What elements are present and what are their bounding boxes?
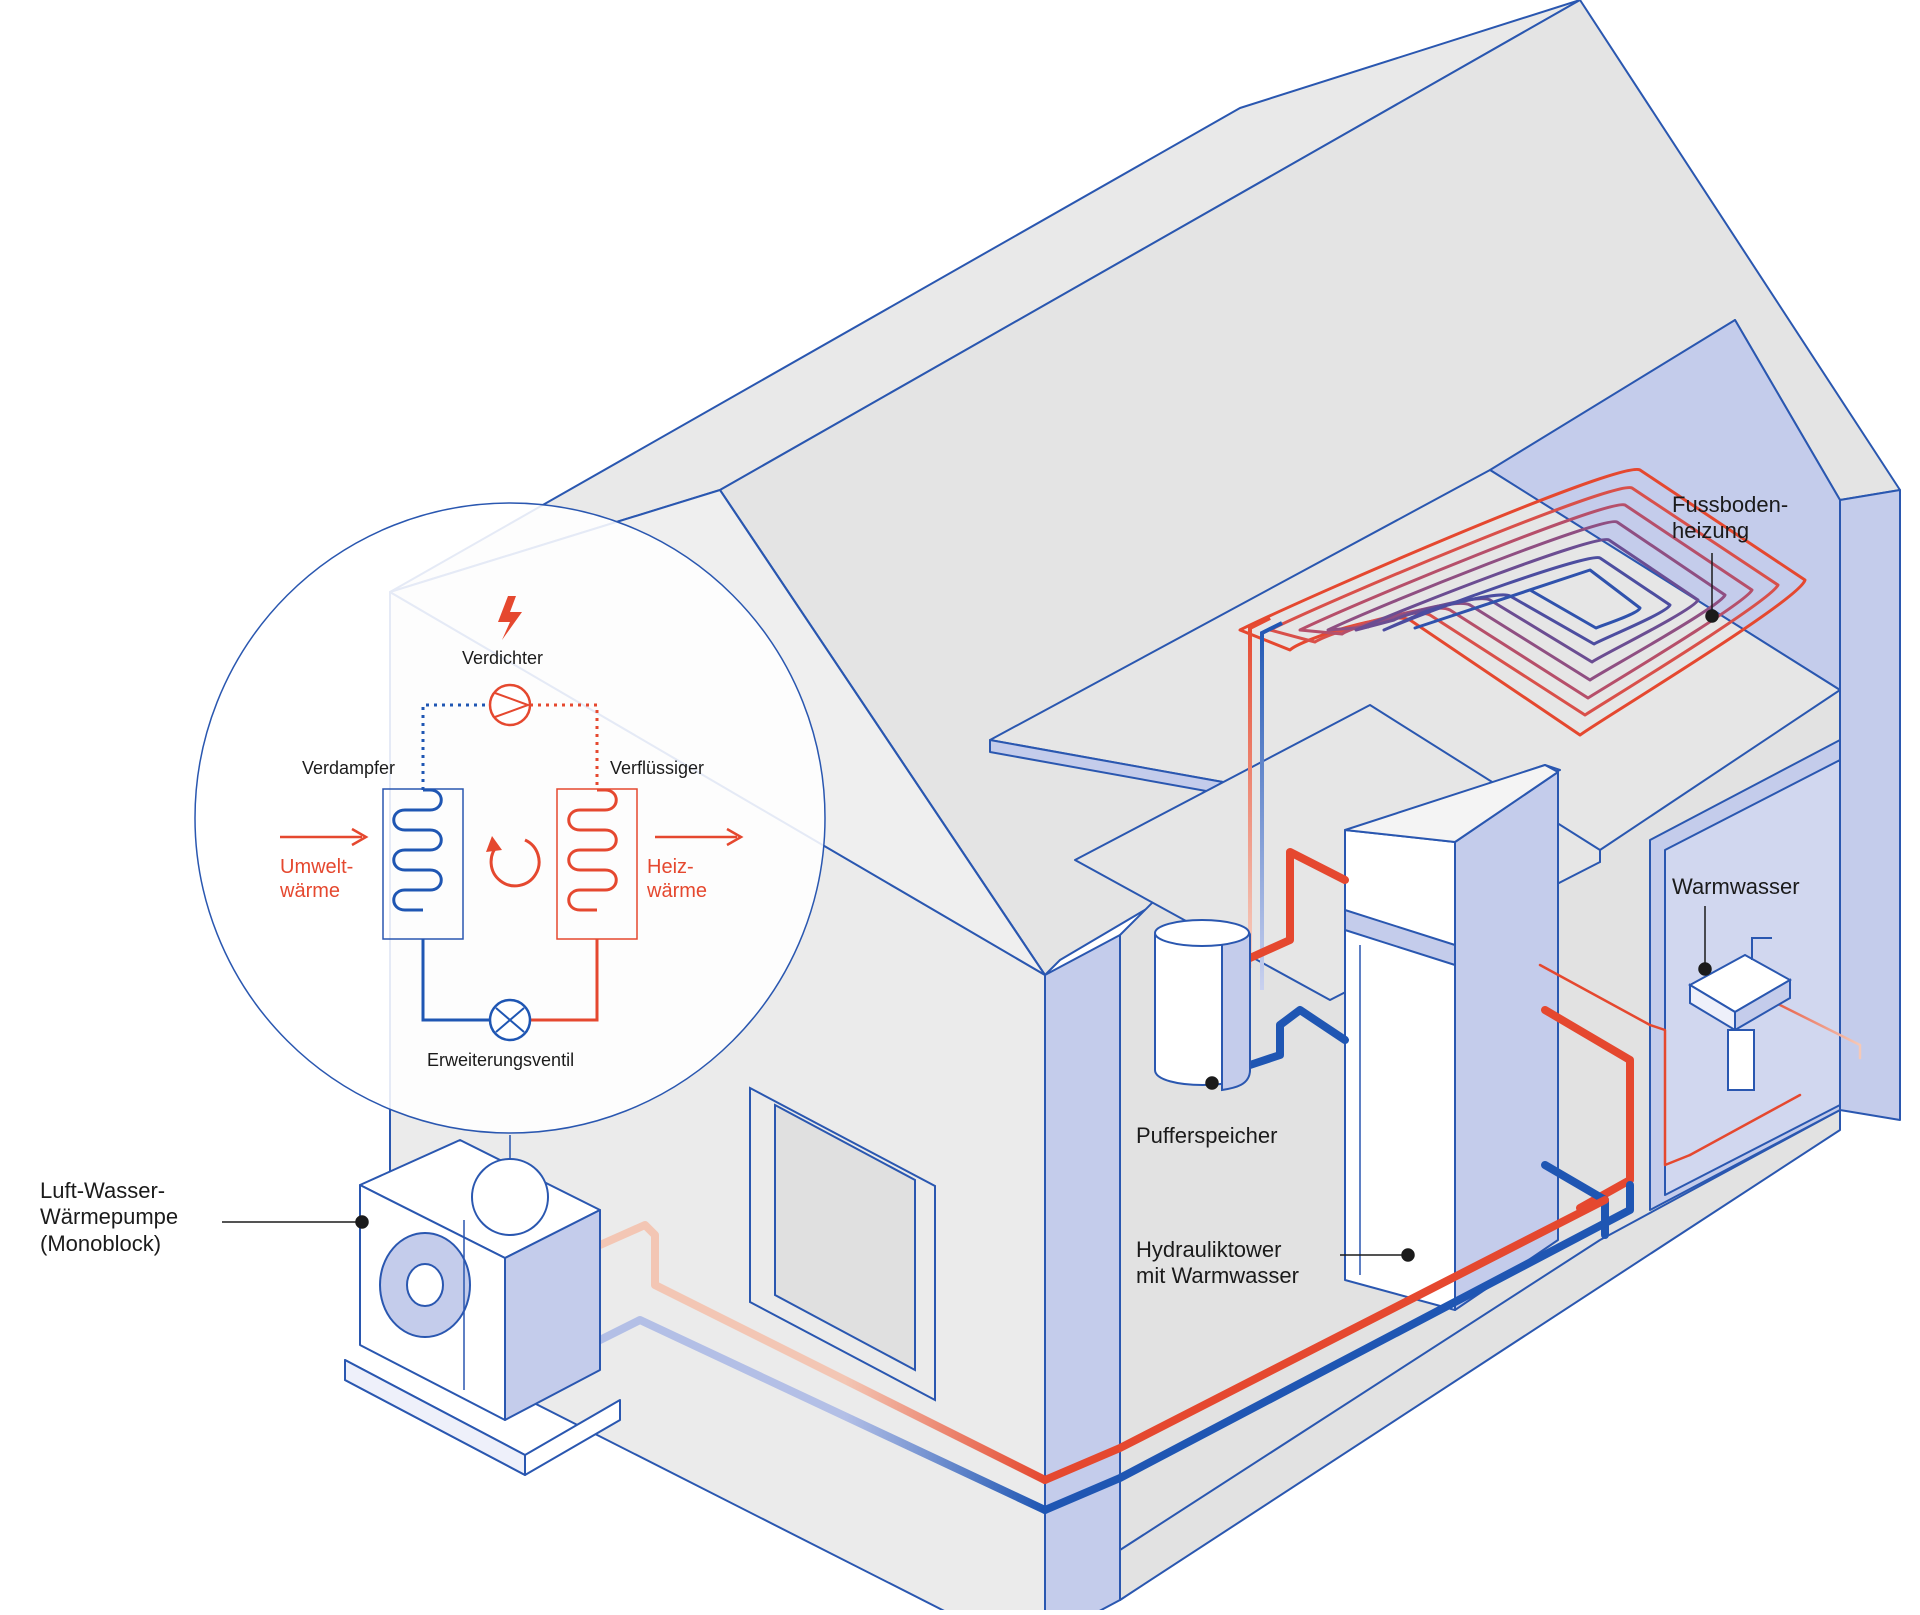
heat-pump-label: Luft-Wasser- Wärmepumpe (Monoblock) xyxy=(40,1178,179,1256)
tower-front xyxy=(1344,829,1456,1311)
right-wall-blue xyxy=(1839,489,1901,1121)
floor-heating-callout-dot xyxy=(1705,609,1719,623)
floor-heating-coils xyxy=(1238,468,1807,737)
ground-floor xyxy=(1119,1109,1841,1601)
window xyxy=(749,1086,936,1402)
heating-heat-arrow xyxy=(655,827,744,847)
cycle-circle xyxy=(194,502,826,1134)
evaporator-coil xyxy=(392,788,443,912)
expansion-valve-label: Erweiterungsventil xyxy=(427,1050,575,1070)
hydraulic-tower-label: Hydrauliktower mit Warmwasser xyxy=(1136,1237,1299,1289)
tower-buffer-pipes xyxy=(1246,848,1349,1069)
tower-callout-dot xyxy=(1401,1248,1415,1262)
unit-side xyxy=(504,1209,601,1421)
ambient-heat-label: Umwelt- wärme xyxy=(280,856,354,902)
fan-inner xyxy=(406,1263,444,1307)
main-supply-pipes xyxy=(596,1181,1634,1514)
lightning-bolt-icon xyxy=(498,596,522,640)
unit-zoom-dot xyxy=(471,1158,549,1236)
buffer-tank xyxy=(1154,919,1251,1092)
sink xyxy=(1687,937,1793,1091)
expansion-valve-symbol xyxy=(488,998,532,1042)
condenser-label: Verflüssiger xyxy=(610,758,705,778)
heating-heat-label: Heiz- wärme xyxy=(647,856,708,902)
outdoor-unit xyxy=(344,1139,621,1476)
compressor-label: Verdichter xyxy=(462,648,544,668)
ridge-line xyxy=(719,489,1046,976)
cycle-diagram xyxy=(194,502,826,1134)
hot-water-callout-dot xyxy=(1698,962,1712,976)
ambient-heat-arrow xyxy=(280,827,369,847)
hydraulic-tower xyxy=(1344,764,1561,1311)
buffer-tank-callout-dot xyxy=(1205,1076,1219,1090)
tower-band xyxy=(1344,909,1456,966)
hot-water-label: Warmwasser xyxy=(1672,874,1800,899)
callout-lines xyxy=(222,553,1719,1262)
tower-top-face xyxy=(1344,764,1559,843)
evaporator-label: Verdampfer xyxy=(302,758,396,778)
floor-heating-label: Fussboden- heizung xyxy=(1672,492,1789,544)
buffer-tank-label: Pufferspeicher xyxy=(1136,1123,1278,1148)
circular-arrow-icon xyxy=(486,836,541,888)
heat-pump-callout-dot xyxy=(355,1215,369,1229)
floor-heating-feed xyxy=(1248,616,1283,990)
condenser-coil xyxy=(567,788,618,912)
compressor-symbol xyxy=(488,683,532,727)
